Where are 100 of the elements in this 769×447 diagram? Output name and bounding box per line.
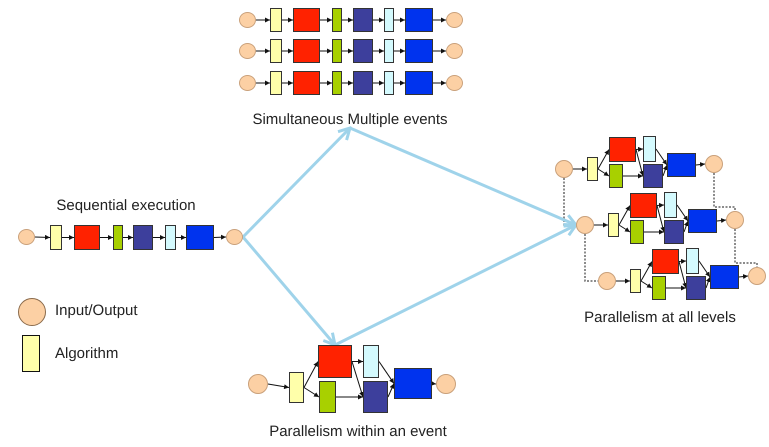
io-circle [239, 43, 256, 59]
arrow [430, 380, 436, 386]
algorithm-box [652, 276, 666, 300]
arrow [618, 224, 630, 232]
algorithm-box [405, 71, 433, 95]
arrow [256, 80, 270, 86]
arrow [268, 384, 290, 390]
algorithm-box [318, 345, 352, 378]
arrow [62, 235, 74, 240]
io-circle [239, 12, 256, 28]
arrow [644, 230, 664, 234]
algorithm-box [608, 213, 619, 237]
arrow [432, 80, 446, 86]
algorithm-box [405, 8, 433, 32]
algorithm-box [686, 276, 706, 300]
arrow [320, 80, 332, 86]
io-circle [726, 211, 744, 229]
algorithm-box [186, 225, 214, 250]
io-circle [576, 216, 594, 234]
arrow [598, 168, 610, 176]
algorithm-box [74, 225, 100, 250]
algorithm-box [664, 192, 677, 218]
arrow [304, 387, 320, 398]
io-circle [598, 272, 616, 290]
arrow [698, 260, 710, 278]
algorithm-box [686, 248, 699, 274]
arrow [372, 48, 384, 54]
algorithm-box [664, 220, 684, 244]
algorithm-box [133, 225, 153, 250]
arrow [342, 48, 354, 54]
arrow [432, 48, 446, 54]
arrow [572, 166, 588, 172]
arrow [738, 274, 748, 280]
algorithm-box [332, 39, 342, 63]
arrow [342, 18, 354, 22]
io-circle [446, 75, 463, 91]
algorithm-box [165, 225, 176, 250]
arrow [282, 48, 294, 54]
algorithm-box [50, 225, 62, 250]
algorithm-box [353, 8, 373, 32]
flow-arrow [242, 126, 352, 238]
algorithm-box [293, 39, 320, 63]
algorithm-box [363, 345, 379, 378]
arrow [372, 18, 384, 22]
arrow [656, 205, 666, 232]
io-circle [18, 229, 35, 245]
flow-arrow [349, 126, 578, 228]
arrow [282, 80, 294, 86]
arrow [594, 222, 608, 228]
flow-arrow [242, 236, 336, 346]
arrow [636, 149, 644, 176]
arrow [122, 235, 134, 240]
arrow [304, 361, 318, 388]
arrow [662, 164, 668, 176]
arrow [696, 162, 706, 168]
caption: Parallelism within an event [269, 423, 447, 440]
caption: Sequential execution [56, 197, 196, 214]
legend-label: Algorithm [55, 345, 118, 362]
arrow [352, 359, 364, 364]
arrow [256, 48, 270, 54]
io-circle [555, 160, 573, 178]
arrow [394, 18, 406, 22]
arrow [432, 18, 446, 22]
algorithm-box [384, 8, 394, 32]
algorithm-box [609, 137, 636, 162]
arrow [336, 394, 364, 400]
algorithm-box [363, 381, 388, 413]
algorithm-box [332, 8, 342, 32]
arrow [352, 361, 364, 398]
arrow [622, 174, 644, 178]
caption: Parallelism at all levels [584, 309, 736, 326]
flow-arrow [334, 223, 578, 346]
arrow [152, 235, 166, 240]
arrow [214, 234, 226, 240]
io-circle [436, 374, 456, 394]
arrow [394, 80, 406, 86]
arrow [618, 205, 630, 226]
algorithm-box [405, 39, 433, 63]
arrow [640, 261, 652, 282]
arrow [342, 80, 354, 86]
arrow [666, 286, 686, 290]
algorithm-box [667, 153, 696, 177]
io-circle [705, 155, 723, 173]
algorithm-box [332, 71, 342, 95]
dashed-connector [713, 173, 736, 211]
algorithm-box [587, 157, 598, 181]
algorithm-box [113, 225, 123, 250]
arrow [684, 220, 689, 232]
arrow [598, 149, 610, 170]
algorithm-box [710, 265, 739, 289]
algorithm-box [384, 39, 394, 63]
io-circle [248, 374, 268, 394]
algorithm-box [353, 71, 373, 95]
dashed-connector [734, 229, 758, 267]
arrow [656, 202, 664, 208]
arrow [640, 280, 652, 288]
arrow [676, 204, 688, 222]
algorithm-box [293, 8, 320, 32]
algorithm-box [643, 136, 656, 162]
arrow [320, 48, 332, 54]
